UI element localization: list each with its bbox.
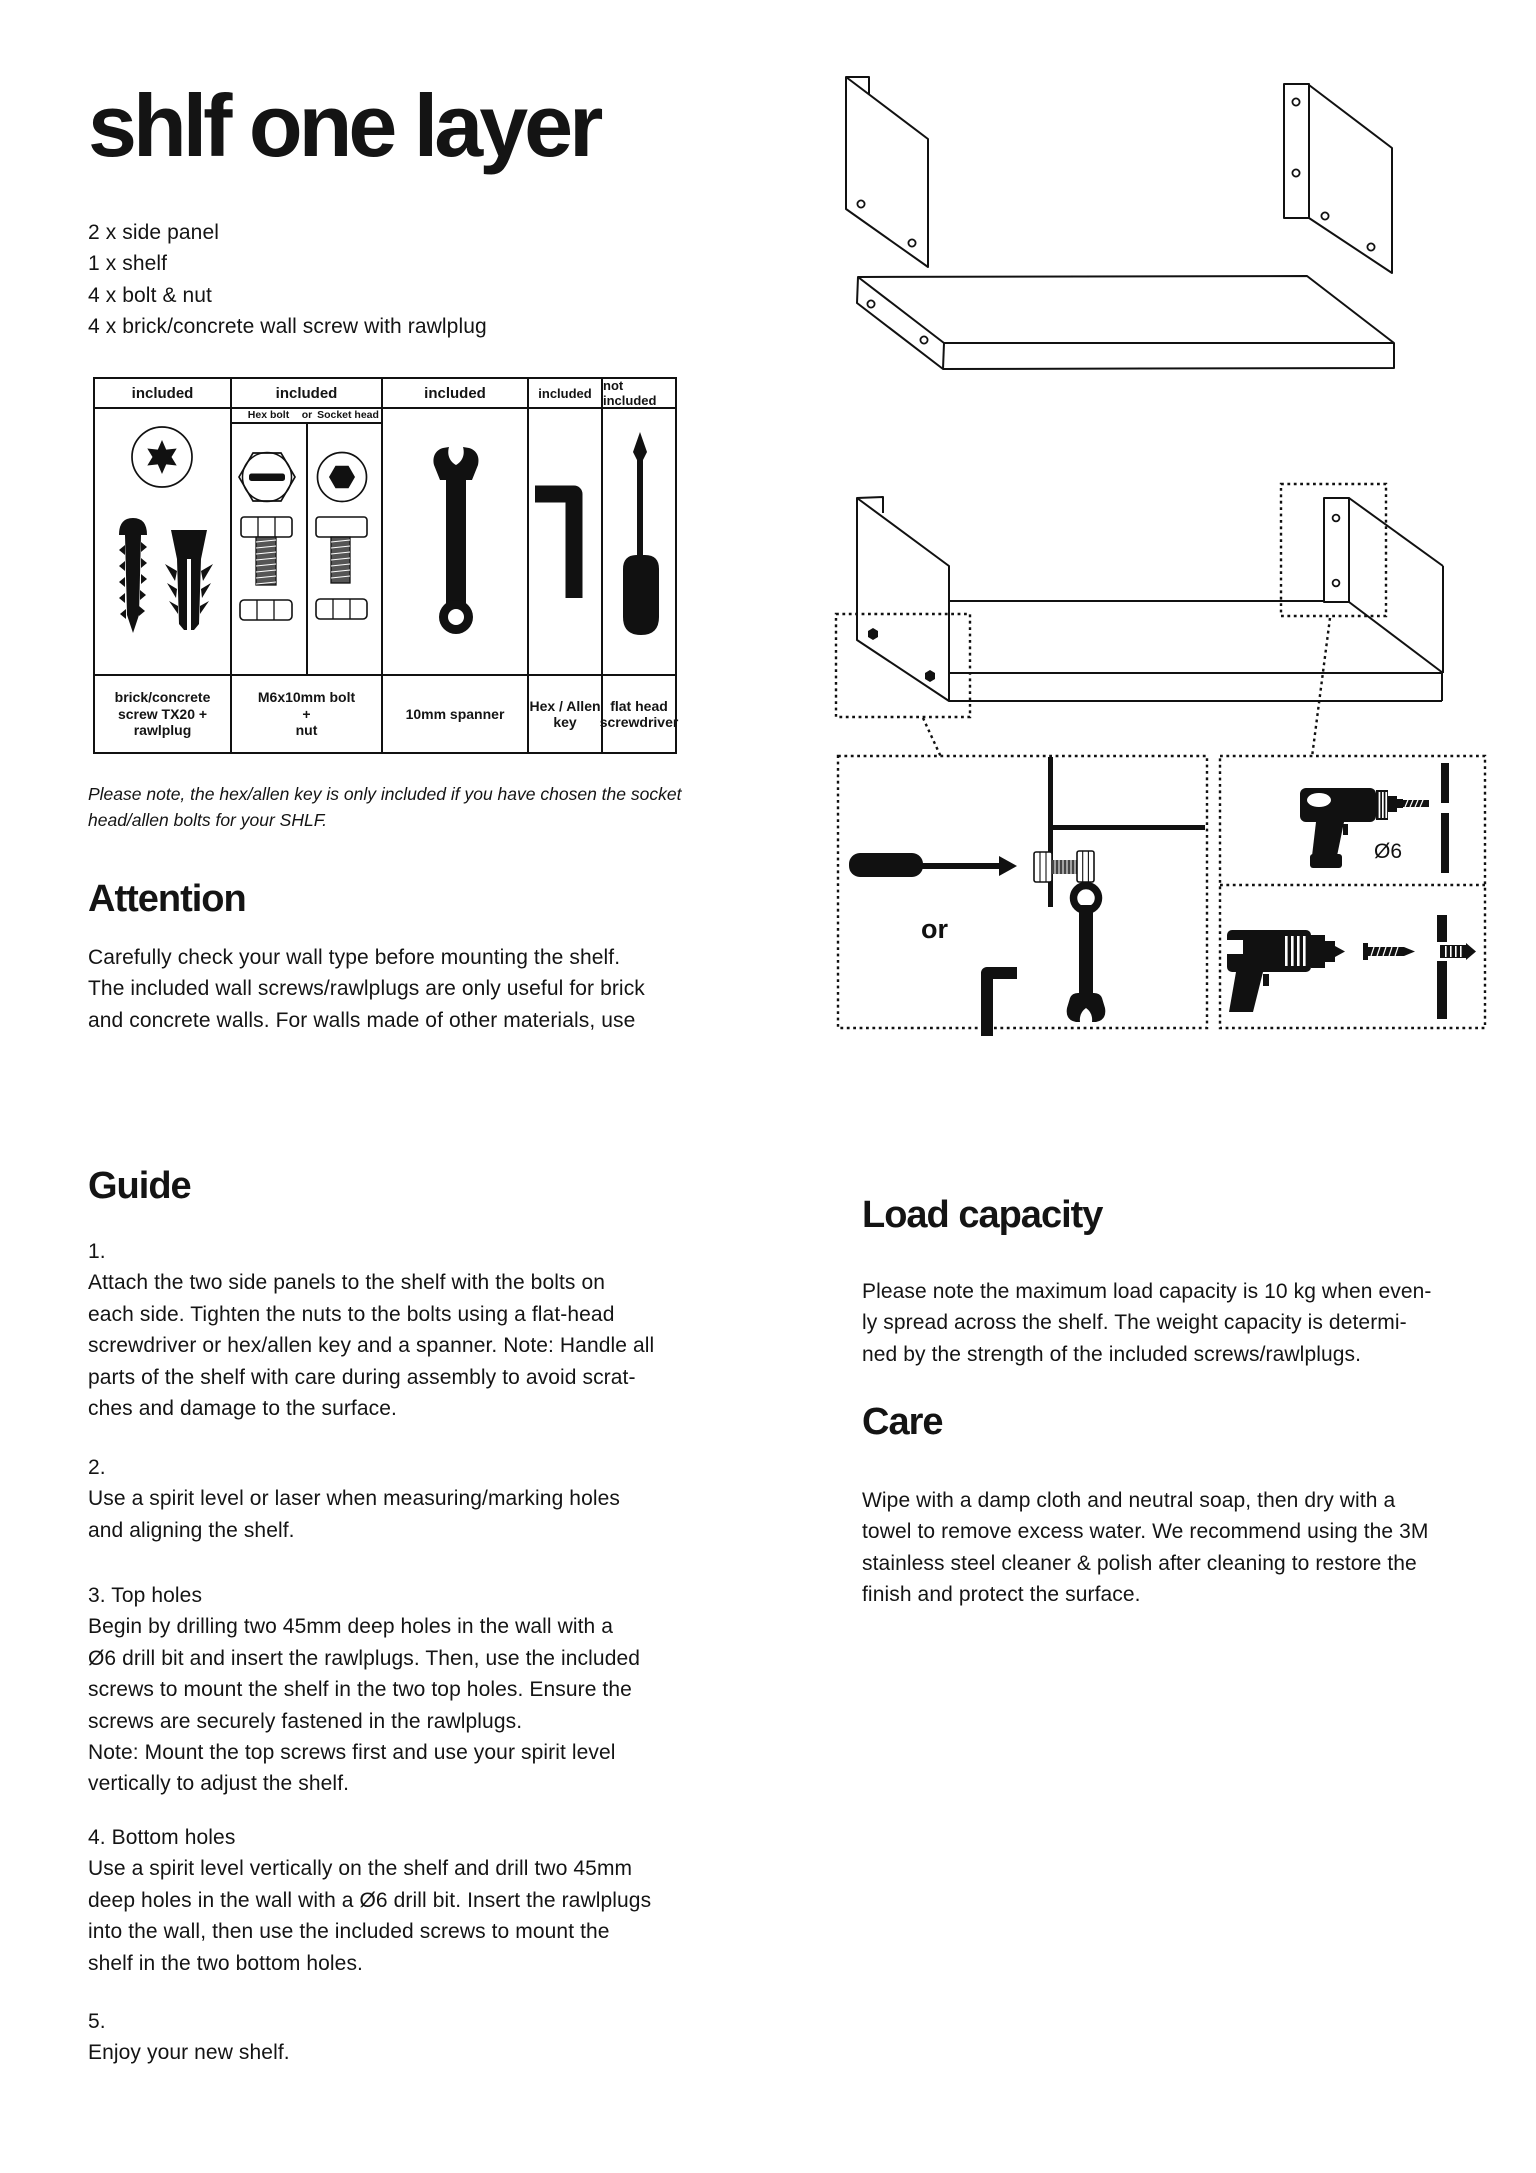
- care-heading: Care: [862, 1401, 943, 1443]
- wall-hole-icon: [1441, 763, 1449, 873]
- flat-head-screwdriver-icon: [603, 409, 675, 674]
- side-panel-right: [1308, 84, 1393, 274]
- rawlplug-in-wall-icon: [1437, 915, 1476, 1019]
- exploded-shelf-parts-diagram: [845, 76, 1395, 370]
- hex-and-socket-bolt-icon: Hex bolt or Socket head: [232, 409, 381, 674]
- or-label: or: [921, 914, 948, 944]
- drilling-detail: Ø6: [1300, 763, 1449, 873]
- column-status: included: [529, 379, 601, 409]
- column-caption: flat head screwdriver: [600, 674, 678, 752]
- column-caption: brick/concrete screw TX20 + rawlplug: [95, 674, 230, 752]
- socket-head-label: Socket head: [317, 409, 379, 421]
- step-label: 1.: [88, 1240, 106, 1263]
- table-column-allen-key: included Hex / Allen key: [529, 379, 603, 752]
- bolt-assembly-detail: or: [849, 757, 1205, 1036]
- components-table: included brick/concrete scre: [93, 377, 679, 754]
- table-column-spanner: included 10mm spanner: [383, 379, 529, 752]
- allen-key-icon: [981, 967, 1017, 1036]
- guide-heading: Guide: [88, 1165, 192, 1207]
- guide-step-3: 3. Top holes Begin by drilling two 45mm …: [88, 1580, 640, 1800]
- step-body: Begin by drilling two 45mm deep holes in…: [88, 1615, 641, 1796]
- table-column-bolts: included Hex bolt or Socket head: [232, 379, 383, 752]
- column-caption: 10mm spanner: [383, 674, 527, 752]
- table-column-screw-rawlplug: included brick/concrete scre: [95, 379, 232, 752]
- spanner-icon: [383, 409, 527, 674]
- guide-step-5: 5. Enjoy your new shelf.: [88, 2006, 290, 2069]
- step-label: 4. Bottom holes: [88, 1826, 236, 1849]
- screwdriver-icon: [849, 853, 1017, 877]
- step-label: 2.: [88, 1456, 106, 1479]
- guide-step-4: 4. Bottom holes Use a spirit level verti…: [88, 1822, 651, 1979]
- step-body: Use a spirit level or laser when measuri…: [88, 1487, 620, 1542]
- assembled-shelf-diagram: or: [834, 482, 1487, 1036]
- column-caption: Hex / Allen key: [529, 674, 601, 752]
- column-status: included: [95, 379, 230, 409]
- bolt-and-nut-icon: [1033, 850, 1095, 883]
- column-caption: M6x10mm bolt + nut: [232, 674, 381, 752]
- drill-diameter-label: Ø6: [1374, 840, 1402, 863]
- spanner-icon: [1066, 881, 1106, 1022]
- bolt-heads: [868, 628, 935, 682]
- screwing-detail: [1227, 915, 1476, 1019]
- column-status: included: [383, 379, 527, 409]
- step-label: 3. Top holes: [88, 1584, 203, 1607]
- hex-key-note: Please note, the hex/allen key is only i…: [88, 784, 682, 830]
- assembled-shelf: [856, 496, 1444, 702]
- column-status: not included: [603, 378, 675, 409]
- attention-heading: Attention: [88, 878, 247, 920]
- side-panel-left: [845, 76, 929, 268]
- torx-screw-and-rawlplug-icon: [95, 409, 230, 674]
- load-capacity-body: Please note the maximum load capacity is…: [862, 1280, 1432, 1366]
- page-title: shlf one layer: [88, 76, 603, 175]
- guide-step-1: 1. Attach the two side panels to the she…: [88, 1236, 654, 1424]
- subcolumn-divider: [305, 423, 308, 674]
- or-label: or: [301, 409, 313, 421]
- shelf-board: [856, 275, 1395, 370]
- drill-icon: [1227, 930, 1345, 1012]
- column-status: included: [232, 379, 381, 409]
- allen-key-icon: [529, 409, 601, 674]
- attention-body: Carefully check your wall type before mo…: [88, 946, 645, 1032]
- step-body: Attach the two side panels to the shelf …: [88, 1271, 655, 1421]
- step-body: Use a spirit level vertically on the she…: [88, 1857, 652, 1975]
- table-column-screwdriver: not included flat head screwdriver: [600, 378, 679, 752]
- detail-box-bolt-assembly: [836, 754, 1209, 1030]
- load-capacity-heading: Load capacity: [862, 1194, 1103, 1236]
- bolt-type-subheader: Hex bolt or Socket head: [232, 409, 381, 424]
- screw-icon: [1363, 943, 1415, 960]
- step-body: Enjoy your new shelf.: [88, 2041, 290, 2065]
- parts-list: 2 x side panel 1 x shelf 4 x bolt & nut …: [88, 221, 487, 339]
- hex-bolt-label: Hex bolt: [247, 409, 290, 421]
- care-body: Wipe with a damp cloth and neutral soap,…: [862, 1489, 1429, 1607]
- step-label: 5.: [88, 2010, 106, 2033]
- guide-step-2: 2. Use a spirit level or laser when meas…: [88, 1452, 620, 1546]
- drill-icon: [1300, 788, 1403, 868]
- callout-boxes: [834, 482, 1487, 1030]
- drill-bit-icon: [1403, 799, 1429, 808]
